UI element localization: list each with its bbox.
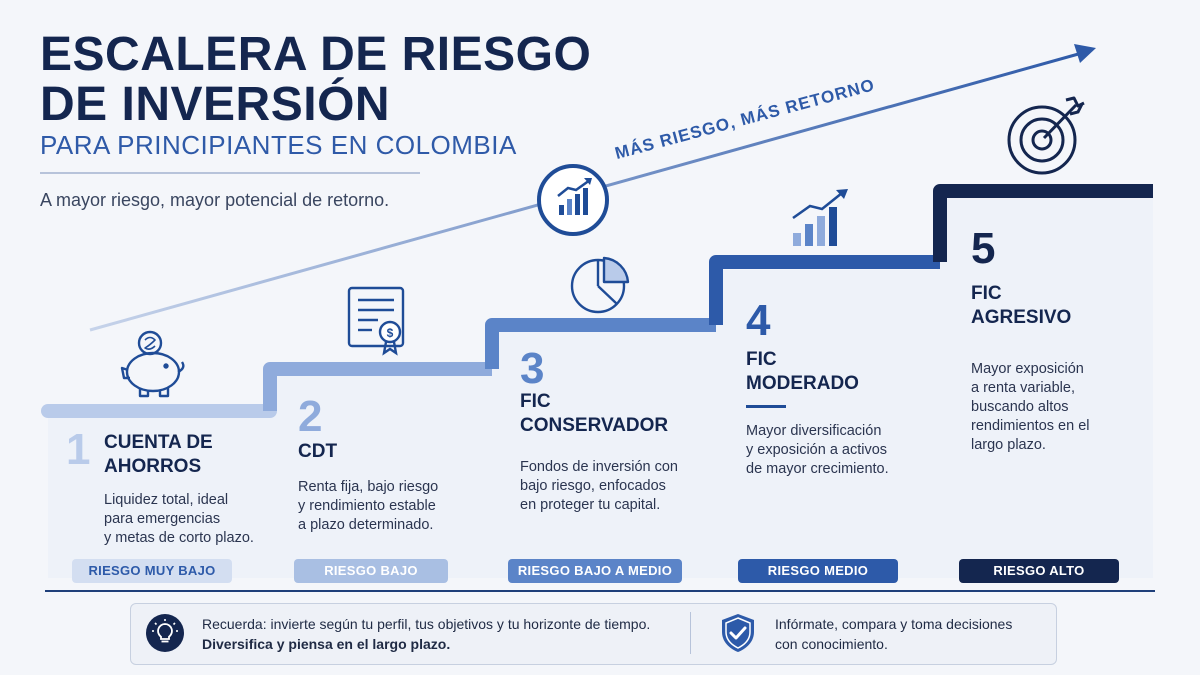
page-title: ESCALERA DE RIESGO DE INVERSIÓN — [40, 30, 591, 130]
step-3-number: 3 — [520, 344, 545, 393]
step-3-name: FIC CONSERVADOR — [520, 391, 669, 436]
risk-badge-medium: RIESGO MEDIO — [738, 559, 898, 583]
shield-check-icon — [718, 612, 758, 654]
step-1-name: CUENTA DE AHORROS — [104, 432, 213, 477]
risk-badge-low: RIESGO BAJO — [294, 559, 448, 583]
step-4-desc: Mayor diversificación y exposición a act… — [746, 423, 889, 477]
footer-divider — [690, 612, 691, 654]
step-3-edge — [485, 318, 716, 369]
title-line-2: DE INVERSIÓN — [40, 78, 391, 131]
step-5-edge — [933, 184, 1153, 262]
risk-arrow-head — [1074, 44, 1096, 63]
info-text: Infórmate, compara y toma decisiones con… — [775, 614, 1012, 654]
page-subtitle: PARA PRINCIPIANTES EN COLOMBIA — [40, 130, 517, 160]
tip-text: Recuerda: invierte según tu perfil, tus … — [202, 614, 650, 654]
step-3-desc: Fondos de inversión con bajo riesgo, enf… — [520, 459, 678, 513]
step-2-number: 2 — [298, 392, 323, 441]
info-line-2: con conocimiento. — [775, 636, 888, 652]
step-5-desc: Mayor exposición a renta variable, busca… — [971, 361, 1090, 453]
title-divider — [40, 172, 420, 174]
step-4-edge — [709, 255, 940, 325]
step-1-panel — [48, 418, 265, 578]
step-5-name: FIC AGRESIVO — [971, 283, 1072, 328]
tip-line-1: Recuerda: invierte según tu perfil, tus … — [202, 616, 651, 632]
target-icon — [1007, 96, 1085, 175]
step-2-desc: Renta fija, bajo riesgo y rendimiento es… — [298, 479, 439, 533]
step-1-desc: Liquidez total, ideal para emergencias y… — [104, 492, 254, 546]
step-4-panel — [713, 270, 937, 578]
growth-bars-icon — [792, 189, 848, 246]
risk-badge-very-low: RIESGO MUY BAJO — [72, 559, 232, 583]
trend-circle-icon — [537, 164, 609, 236]
step-3-panel — [488, 330, 713, 578]
baseline-rule — [45, 590, 1155, 592]
tagline: A mayor riesgo, mayor potencial de retor… — [40, 190, 390, 210]
step-2-edge — [263, 362, 492, 411]
tip-box — [130, 603, 1057, 665]
svg-text:$: $ — [387, 326, 394, 340]
risk-badge-low-medium: RIESGO BAJO A MEDIO — [508, 559, 682, 583]
step-5-number: 5 — [971, 224, 996, 273]
piggy-bank-icon — [120, 330, 185, 398]
step-1-number: 1 — [66, 425, 91, 474]
lightbulb-icon — [146, 614, 184, 652]
certificate-icon: $ — [347, 286, 405, 356]
pie-chart-icon — [570, 256, 630, 314]
step-4-number: 4 — [746, 296, 771, 345]
tip-line-2: Diversifica y piensa en el largo plazo. — [202, 636, 451, 652]
step-4-underline — [746, 405, 786, 408]
step-5-panel — [937, 198, 1153, 578]
step-2-panel — [265, 375, 488, 578]
step-4-name: FIC MODERADO — [746, 349, 859, 394]
title-line-1: ESCALERA DE RIESGO — [40, 28, 592, 81]
info-line-1: Infórmate, compara y toma decisiones — [775, 616, 1013, 632]
step-2-name: CDT — [298, 441, 338, 462]
risk-badge-high: RIESGO ALTO — [959, 559, 1119, 583]
